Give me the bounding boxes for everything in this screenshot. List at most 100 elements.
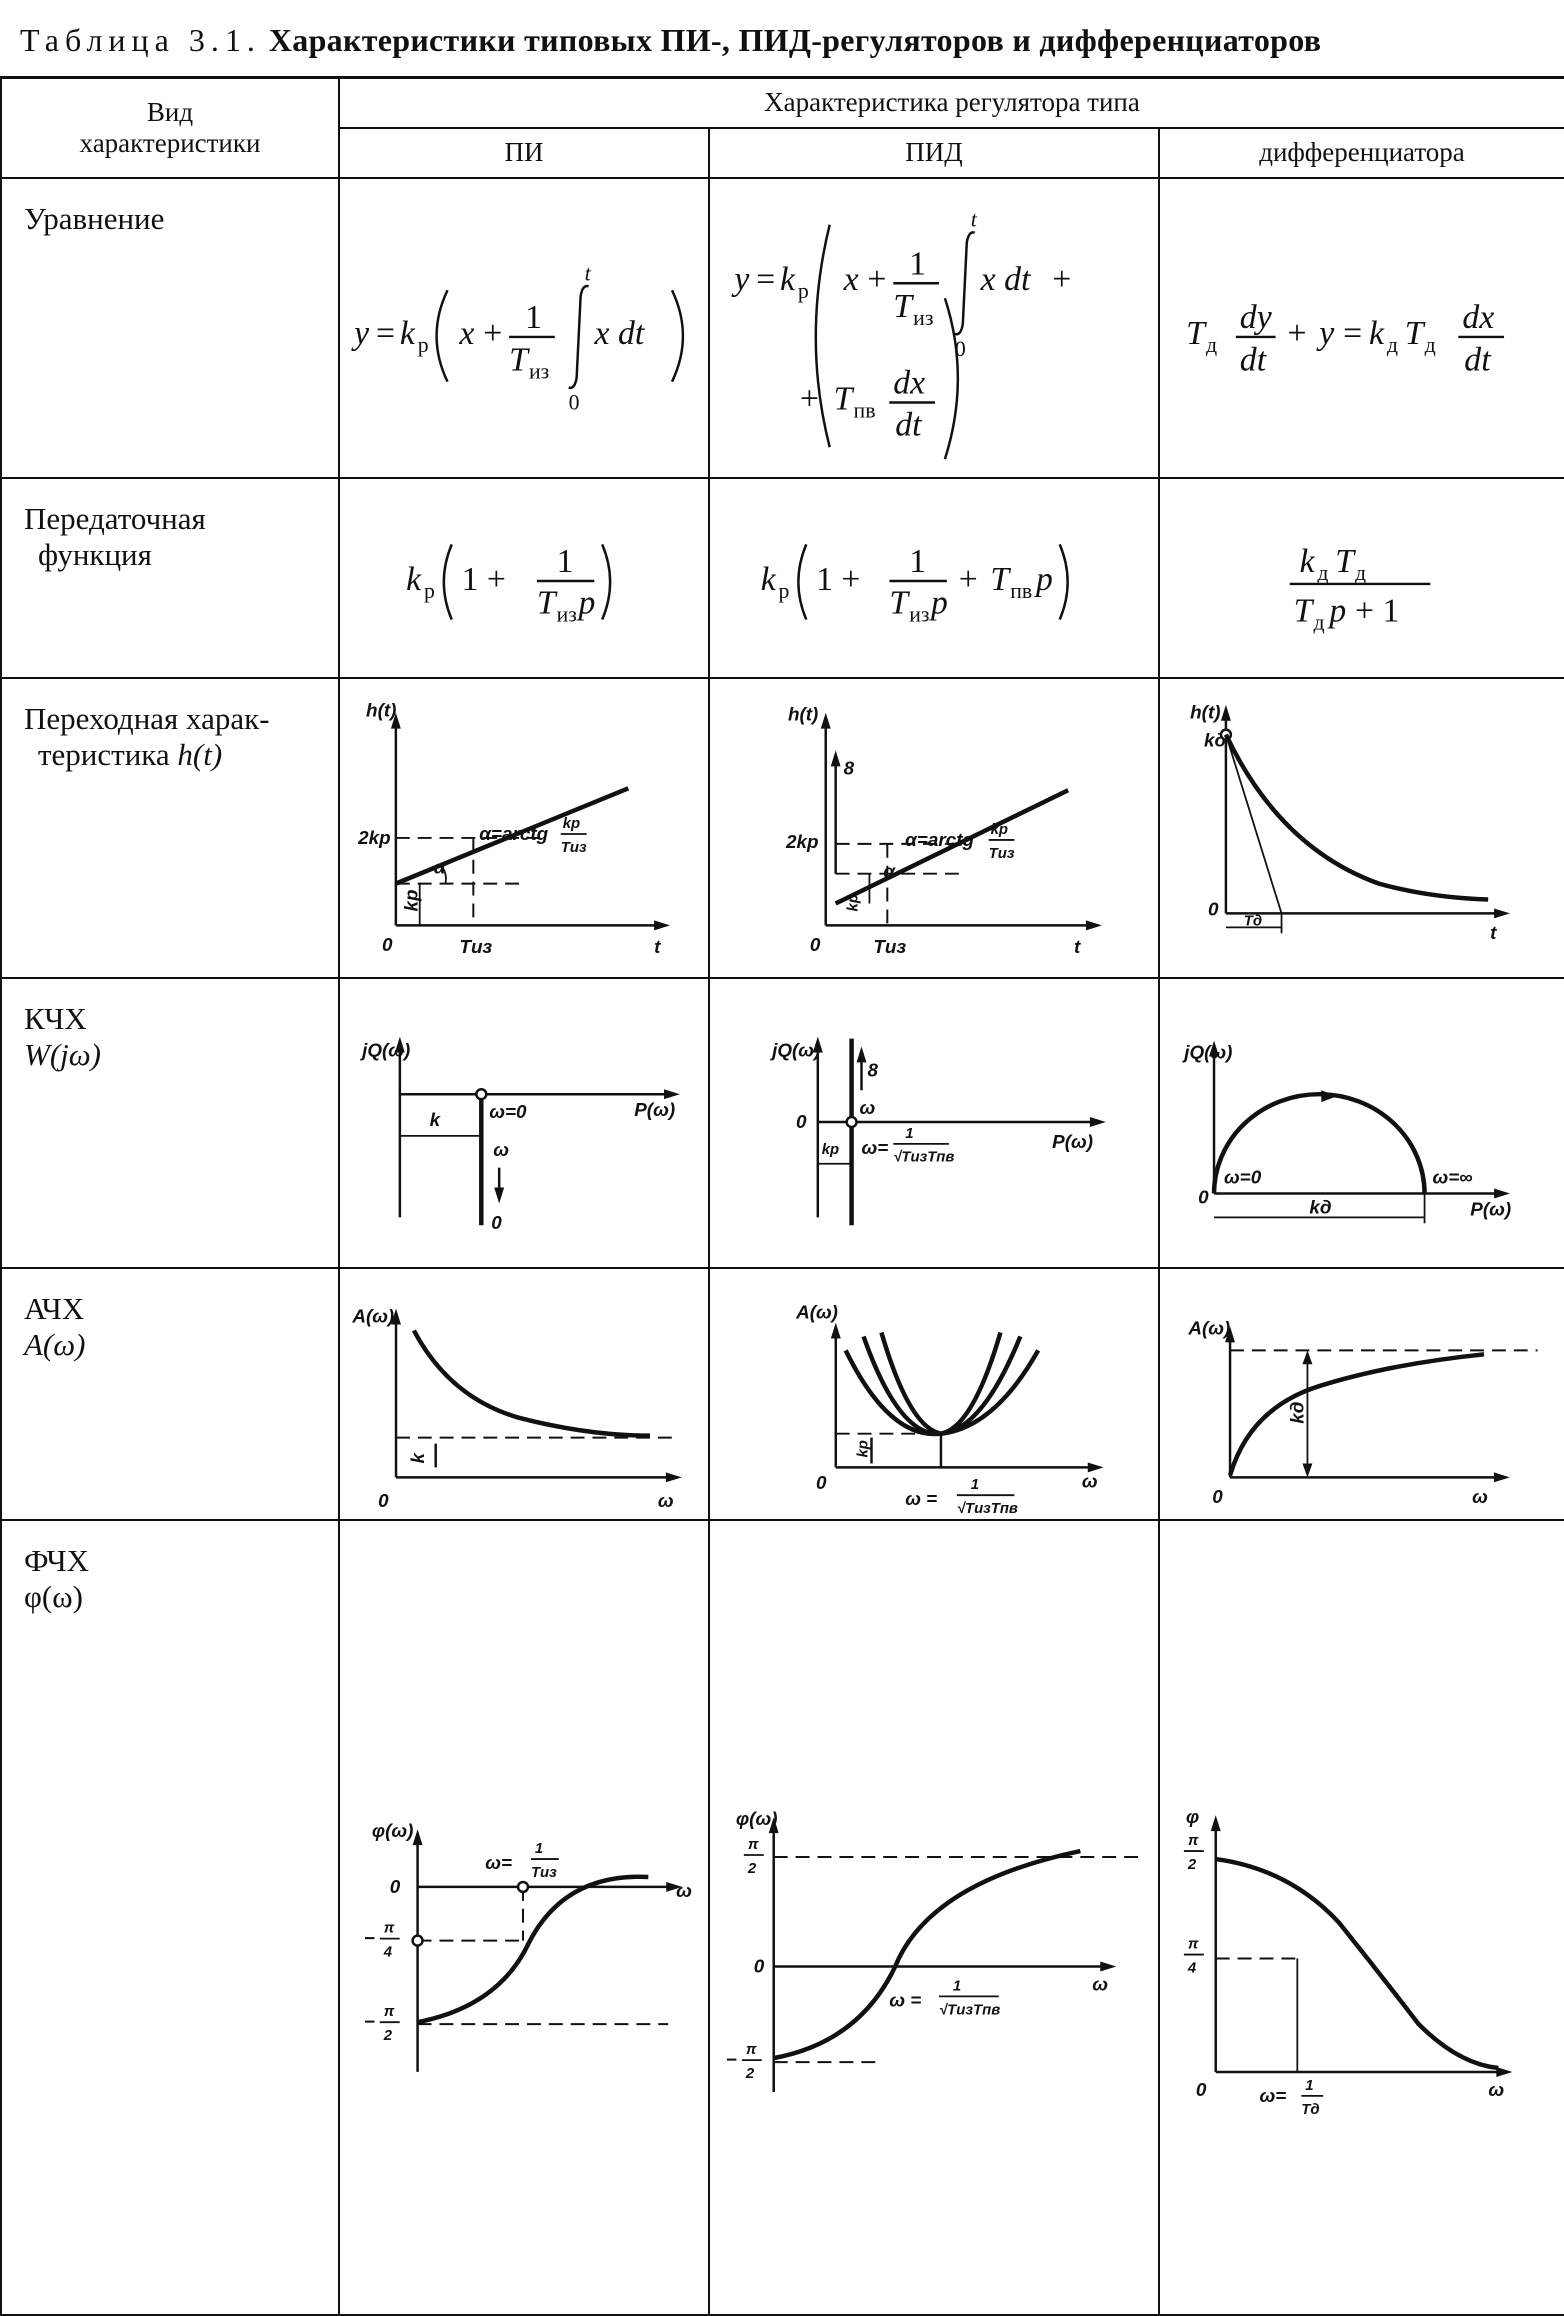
fchx-pid-w-eq: ω = <box>889 1990 921 2011</box>
achx-pid-kp: kp <box>856 1440 872 1457</box>
achx-diff-x-label: ω <box>1472 1486 1488 1507</box>
svg-text:dt: dt <box>895 406 923 443</box>
svg-text:1 +: 1 + <box>462 560 506 597</box>
row-step-label2: теристика <box>38 736 170 772</box>
svg-text:1: 1 <box>525 299 542 336</box>
svg-text:t: t <box>585 261 592 285</box>
fchx-pid-x-label: ω <box>1092 1974 1108 1995</box>
row-fchx-label2: φ(ω) <box>24 1578 83 1614</box>
fchx-diff-q-den: 4 <box>1187 1959 1197 1976</box>
svg-text:из: из <box>529 359 549 383</box>
svg-text:д: д <box>1355 560 1366 584</box>
achx-diff: A(ω) ω 0 kд <box>1158 1266 1564 1521</box>
svg-text:k: k <box>761 560 777 597</box>
header-kind: Вид характеристики <box>0 76 340 179</box>
step-pid-alpha-eq: α=arctg <box>905 828 974 849</box>
fchx-pi-zero: 0 <box>390 1876 401 1897</box>
fchx-pi: φ(ω) ω 0 − π 4 − π 2 ω= 1 Tиз <box>338 1518 710 2316</box>
step-pid-plot: h(t) t 0 2kp 8 α kp α=arctg kp Tиз Tиз <box>785 703 1102 957</box>
kchx-diff-w0: ω=0 <box>1224 1166 1262 1187</box>
header-col-pid: ПИД <box>708 126 1160 179</box>
svg-text:д: д <box>1206 332 1217 356</box>
step-diff-td: Tд <box>1244 913 1262 929</box>
svg-text:p: p <box>576 584 595 621</box>
svg-text:k: k <box>1300 543 1316 580</box>
achx-diff-y-label: A(ω) <box>1187 1317 1230 1338</box>
kchx-pid: jQ(ω) P(ω) 0 8 ω kp ω= 1 √TизTпв <box>708 976 1160 1269</box>
svg-text:p: p <box>1034 560 1053 597</box>
kchx-diff-plot: jQ(ω) P(ω) 0 ω=0 ω=∞ kд <box>1181 1040 1511 1223</box>
svg-text:д: д <box>1425 332 1436 356</box>
achx-pid-y-label: A(ω) <box>795 1301 838 1322</box>
fchx-pid-num: 1 <box>953 1977 961 1994</box>
svg-text:T: T <box>1294 592 1315 629</box>
step-pi-frac-den: Tиз <box>561 839 587 855</box>
svg-text:р: р <box>424 578 435 602</box>
svg-text:0: 0 <box>569 390 580 414</box>
fchx-diff: φ ω 0 π 2 π 4 ω= 1 Tд <box>1158 1518 1564 2316</box>
kchx-pi-w0: ω=0 <box>489 1101 527 1122</box>
svg-text:k: k <box>406 560 422 597</box>
table-caption: Таблица 3.1. Характеристики типовых ПИ-,… <box>20 16 1550 64</box>
step-pi-x-label: t <box>654 936 661 957</box>
svg-text:+: + <box>867 261 886 298</box>
achx-pi-plot: A(ω) ω 0 k <box>351 1305 682 1511</box>
svg-text:y: y <box>1316 314 1334 351</box>
svg-text:1 +: 1 + <box>816 560 860 597</box>
svg-text:р: р <box>798 279 809 303</box>
fchx-diff-y-label: φ <box>1186 1807 1199 1828</box>
svg-text:T: T <box>1186 314 1207 351</box>
fchx-diff-h-den: 2 <box>1187 1855 1197 1872</box>
step-pid-y-label: h(t) <box>788 703 818 724</box>
step-pid-alpha: α <box>883 860 896 881</box>
fchx-pid-plot: φ(ω) ω 0 π 2 − π 2 ω = 1 √TизTпв <box>726 1809 1145 2092</box>
svg-text:k: k <box>780 261 796 298</box>
svg-text:+: + <box>959 560 978 597</box>
svg-text:T: T <box>893 288 914 325</box>
fchx-pid: φ(ω) ω 0 π 2 − π 2 ω = 1 √TизTпв <box>708 1518 1160 2316</box>
kchx-pid-x-label: P(ω) <box>1052 1130 1093 1151</box>
svg-text:д: д <box>1313 610 1324 634</box>
svg-text:p: p <box>929 584 948 621</box>
header-kind-line1: Вид <box>146 96 194 127</box>
svg-text:T: T <box>509 341 530 378</box>
header-col-pi: ПИ <box>338 126 710 179</box>
fchx-diff-h-num: π <box>1188 1832 1199 1849</box>
svg-text:T: T <box>834 380 855 417</box>
svg-text:р: р <box>779 578 790 602</box>
header-kind-line2: характеристики <box>79 127 261 158</box>
kchx-pi-plot: jQ(ω) P(ω) ω=0 k ω 0 <box>359 1036 680 1233</box>
svg-text:p: p <box>1327 592 1346 629</box>
fchx-pi-h-den: 2 <box>383 2028 393 2044</box>
kchx-pid-num: 1 <box>905 1125 913 1141</box>
svg-text:t: t <box>971 207 978 231</box>
kchx-pid-origin: 0 <box>796 1110 807 1131</box>
svg-text:dt: dt <box>1240 341 1268 378</box>
kchx-pid-den: √TизTпв <box>893 1149 954 1165</box>
fchx-pi-h-num: π <box>384 2004 395 2020</box>
achx-pi-origin: 0 <box>378 1490 389 1511</box>
svg-text:T: T <box>990 560 1011 597</box>
fchx-pi-w-eq: ω= <box>485 1853 512 1874</box>
step-pid-t-mark: Tиз <box>873 936 906 957</box>
kchx-pi-y-label: jQ(ω) <box>359 1039 410 1060</box>
svg-text:=: = <box>1343 314 1362 351</box>
step-pid-kp: kp <box>846 894 862 911</box>
svg-text:dy: dy <box>1240 299 1272 336</box>
row-label-kchx: КЧХ W(jω) <box>0 976 340 1269</box>
svg-text:dt: dt <box>1464 341 1492 378</box>
fchx-pi-minus-h: − <box>364 2012 375 2033</box>
fchx-pi-plot: φ(ω) ω 0 − π 4 − π 2 ω= 1 Tиз <box>364 1821 692 2072</box>
kchx-pid-inf: 8 <box>867 1059 878 1080</box>
fchx-pid-zero: 0 <box>754 1956 765 1977</box>
svg-text:д: д <box>1317 560 1328 584</box>
fchx-pid-y-label: φ(ω) <box>736 1809 778 1830</box>
achx-pi-x-label: ω <box>658 1490 674 1511</box>
step-pi-y-label: h(t) <box>366 699 396 720</box>
